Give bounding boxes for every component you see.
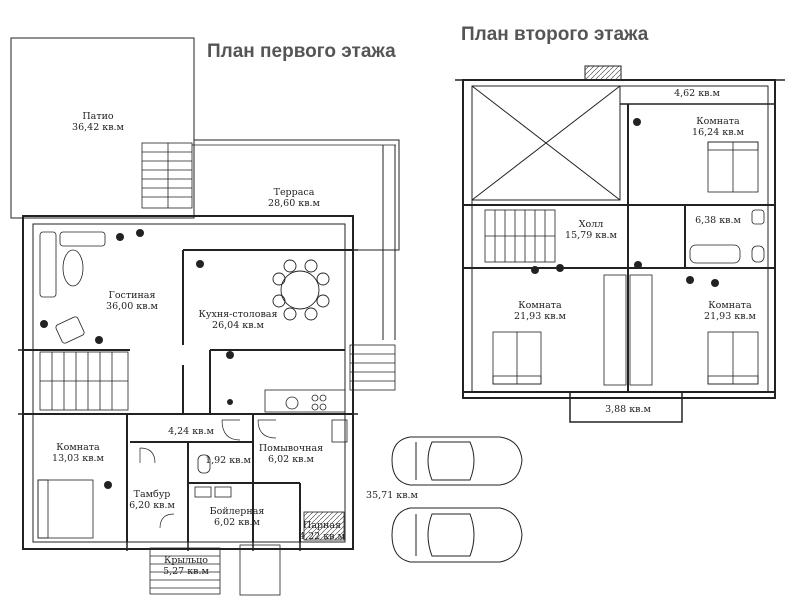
plant-icons (40, 229, 234, 489)
room-area: 21,93 кв.м (704, 311, 756, 322)
room-area: 6,20 кв.м (129, 500, 175, 511)
plant-icons-second (531, 118, 719, 287)
room-label-room-right: Комната 21,93 кв.м (704, 300, 756, 322)
room-area: 5,27 кв.м (163, 566, 209, 577)
room-name: Патио (82, 111, 114, 122)
first-floor-title: План первого этажа (207, 41, 396, 62)
room-label-boiler: Бойлерная 6,02 кв.м (210, 506, 265, 528)
dining-table (272, 259, 330, 321)
room-area: 3,88 кв.м (605, 404, 651, 415)
room-label-sauna: Парная 4,22 кв.м (299, 520, 345, 542)
second-floor-title: План второго этажа (461, 24, 649, 45)
bottom-balcony (569, 391, 683, 423)
room-area: 26,04 кв.м (212, 320, 264, 331)
room-name: Бойлерная (209, 506, 265, 517)
room-name: Комната (696, 116, 740, 127)
terrace-area (194, 139, 400, 251)
first-floor-stair (39, 351, 129, 411)
second-floor-interior-walls (463, 104, 775, 393)
room-name: Кухня-столовая (198, 309, 278, 320)
room-label-top-balcony: 4,62 кв.м (674, 88, 720, 99)
kitchen-counter (264, 389, 346, 413)
room-label-corridor: 4,24 кв.м (168, 426, 214, 437)
room-label-patio: Патио 36,42 кв.м (72, 111, 124, 133)
second-floor-stair (484, 209, 556, 263)
room-area: 4,62 кв.м (674, 88, 720, 99)
room-name: Холл (578, 219, 604, 230)
parked-cars (391, 436, 523, 563)
room-area: 36,42 кв.м (72, 122, 124, 133)
room-area: 15,79 кв.м (565, 230, 617, 241)
room-area: 28,60 кв.м (268, 198, 320, 209)
car-icon (391, 507, 523, 563)
room-area: 4,24 кв.м (168, 426, 214, 437)
room-area: 21,93 кв.м (514, 311, 566, 322)
room-label-kitchen: Кухня-столовая 26,04 кв.м (199, 309, 278, 331)
room-area: 35,71 кв.м (366, 490, 418, 501)
room-label-room-top: Комната 16,24 кв.м (692, 116, 744, 138)
first-floor-interior-walls (23, 249, 353, 542)
room-label-room-left: Комната 21,93 кв.м (514, 300, 566, 322)
patio-area (10, 37, 195, 219)
living-room-furniture (39, 231, 106, 344)
room-area: 13,03 кв.м (52, 453, 104, 464)
room-area: 6,02 кв.м (214, 517, 260, 528)
room-label-garage: 35,71 кв.м (366, 490, 418, 501)
second-floor-plan (455, 65, 785, 423)
terrace-steps (141, 142, 193, 209)
room-name: Комната (518, 300, 562, 311)
car-icon (391, 436, 523, 486)
room-label-room: Комната 13,03 кв.м (52, 442, 104, 464)
room-name: Крыльцо (163, 555, 209, 566)
open-void (471, 85, 621, 201)
beds-second-floor (492, 141, 759, 385)
first-floor-plan (10, 37, 400, 596)
room-label-wc: 1,92 кв.м (205, 455, 251, 466)
room-label-bathroom: 6,38 кв.м (695, 215, 741, 226)
bed-room-first (37, 479, 94, 539)
room-name: Парная (302, 520, 342, 531)
room-area: 1,92 кв.м (205, 455, 251, 466)
room-label-hall: Холл 15,79 кв.м (565, 219, 617, 241)
room-label-washroom: Помывочная 6,02 кв.м (259, 443, 323, 465)
room-area: 16,24 кв.м (692, 127, 744, 138)
room-label-bottom-balcony: 3,88 кв.м (605, 404, 651, 415)
room-name: Комната (56, 442, 100, 453)
room-area: 36,00 кв.м (106, 301, 158, 312)
room-area: 4,22 кв.м (299, 531, 345, 542)
room-name: Тамбур (133, 489, 171, 500)
room-area: 6,02 кв.м (268, 454, 314, 465)
room-label-terrace: Терраса 28,60 кв.м (268, 187, 320, 209)
room-area: 6,38 кв.м (695, 215, 741, 226)
room-name: Комната (708, 300, 752, 311)
room-label-vestibule: Тамбур 6,20 кв.м (129, 489, 175, 511)
room-label-living: Гостиная 36,00 кв.м (106, 290, 158, 312)
room-name: Терраса (273, 187, 315, 198)
room-name: Гостиная (108, 290, 156, 301)
room-name: Помывочная (258, 443, 324, 454)
porch-steps (149, 547, 221, 595)
side-steps (349, 344, 396, 391)
room-label-porch: Крыльцо 5,27 кв.м (163, 555, 209, 577)
